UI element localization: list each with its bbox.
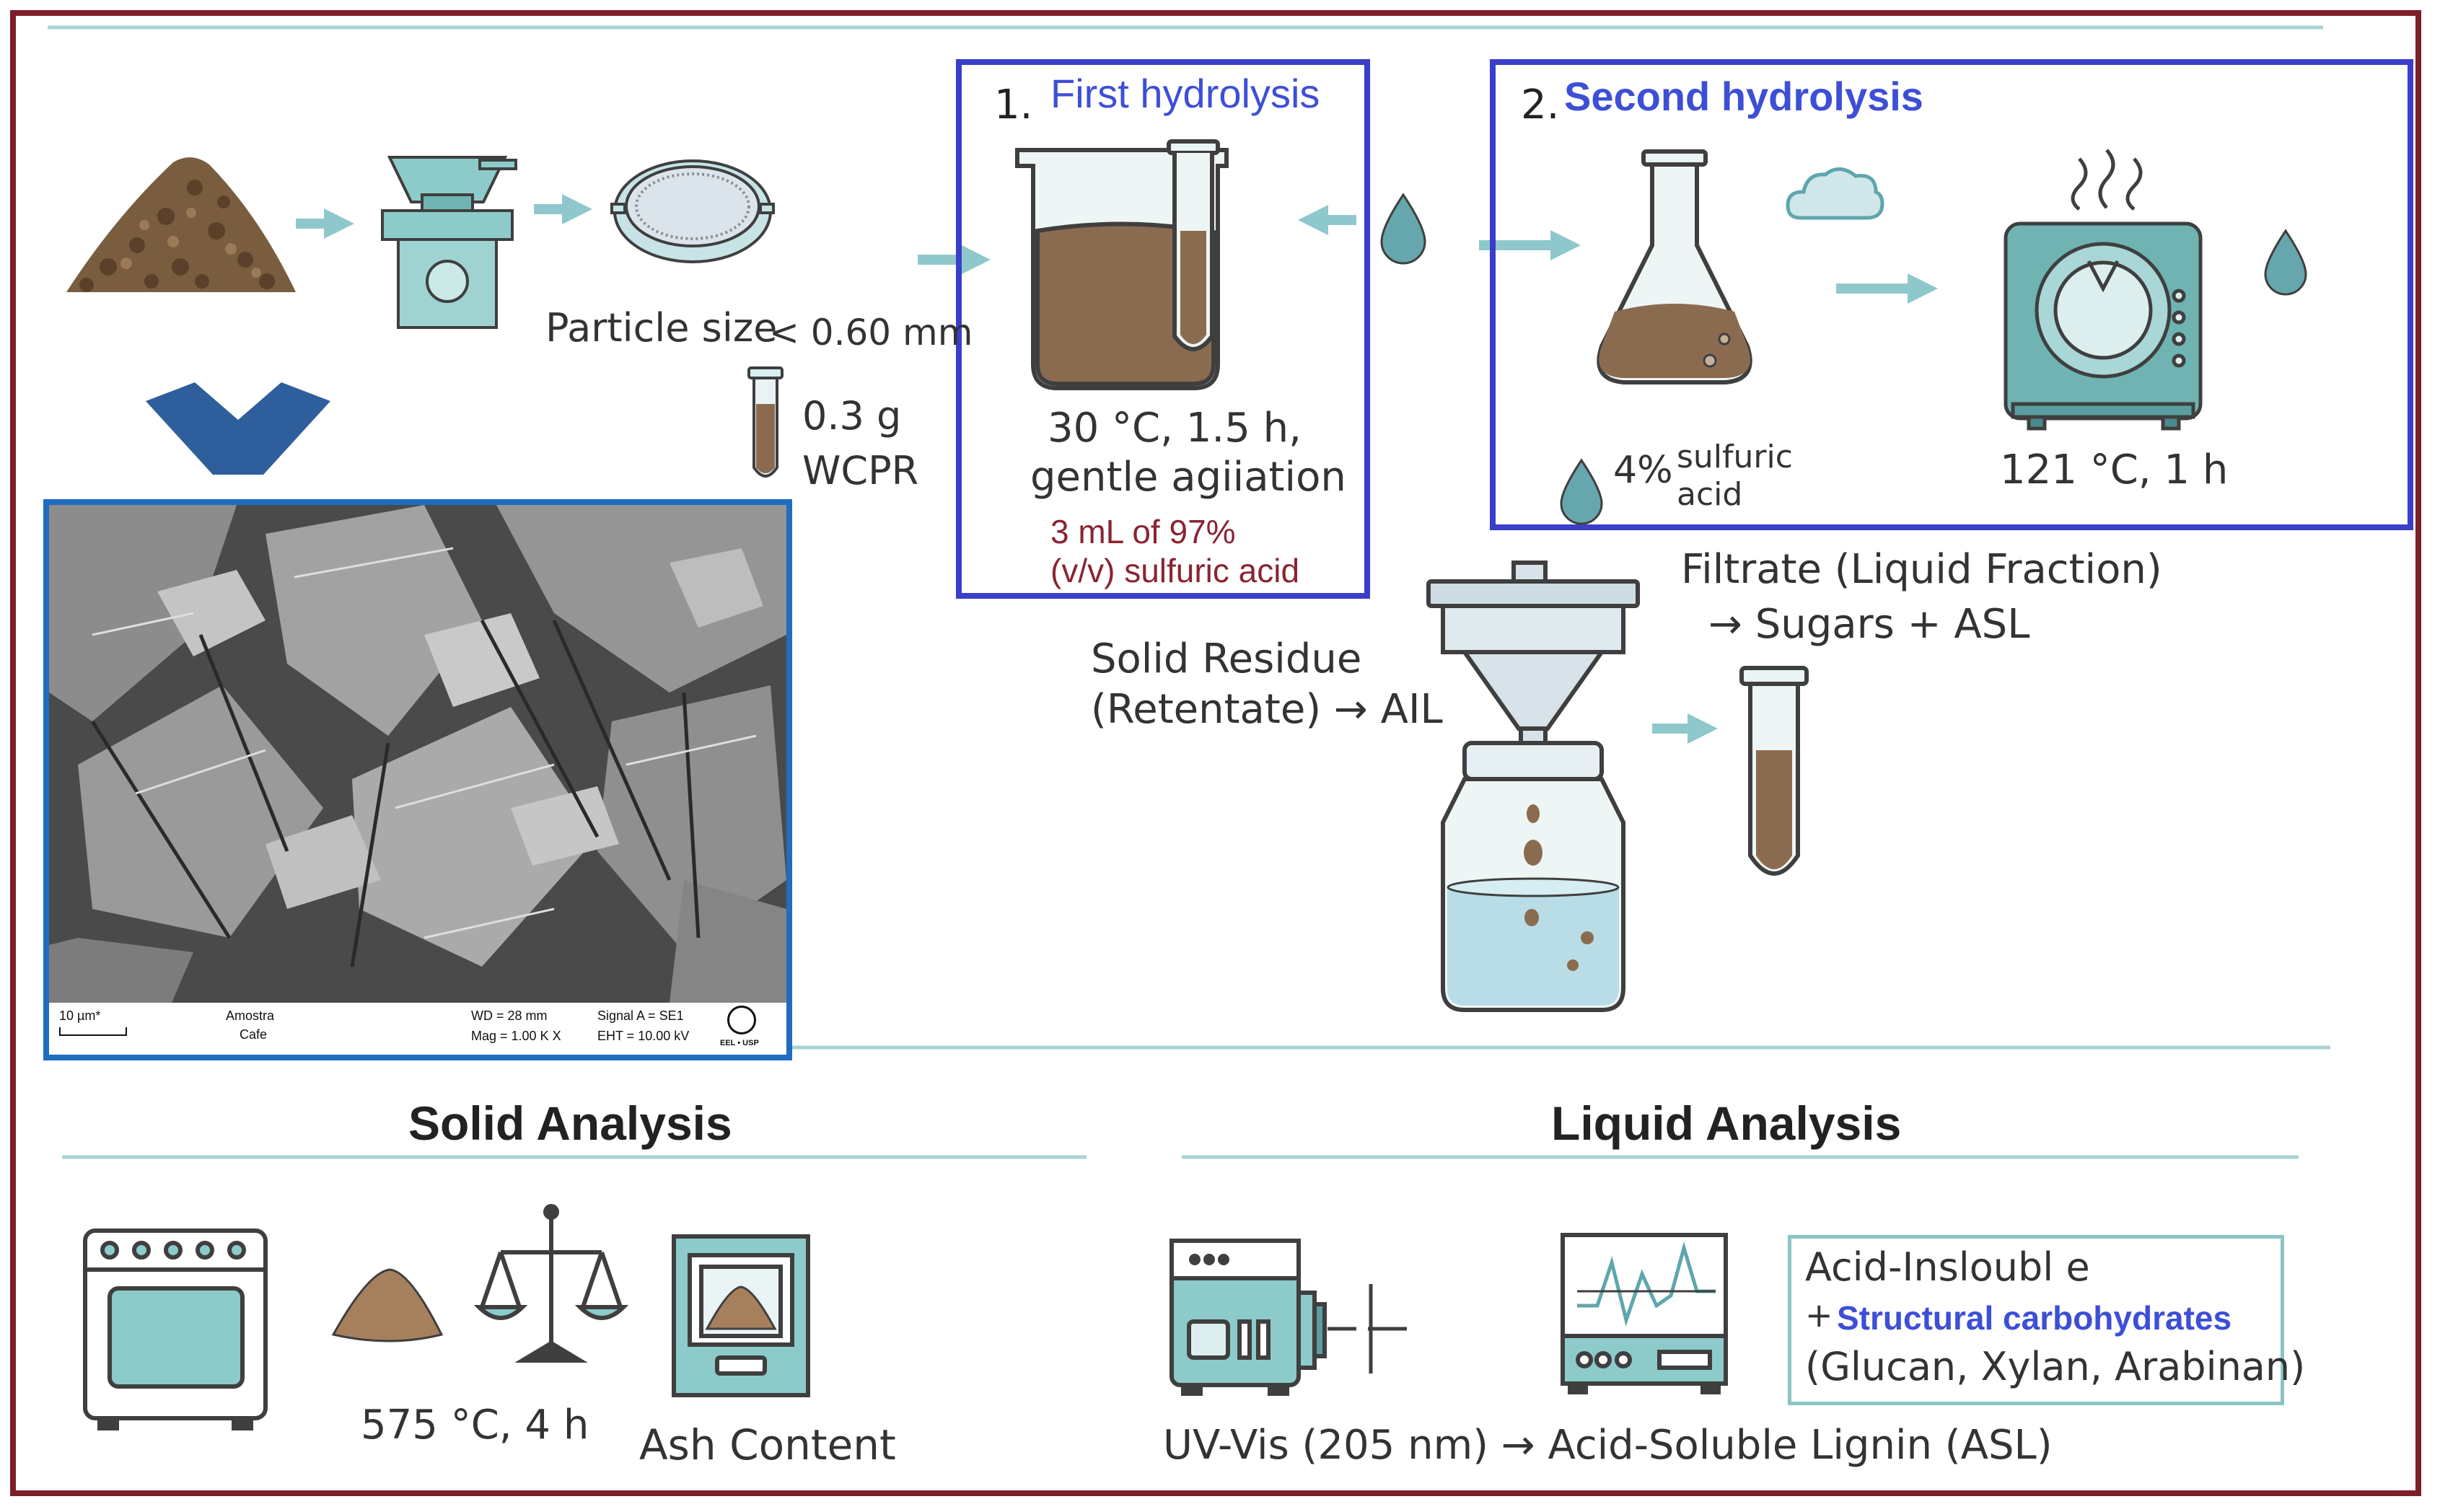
second-hydrolysis-title: Second hydrolysis (1564, 74, 1923, 119)
sem-sample-line2: Cafe (240, 1027, 268, 1042)
box-plus: + (1805, 1296, 1833, 1335)
sem-signal: Signal A = SE1 (597, 1008, 684, 1023)
down-arrow-icon (146, 382, 330, 475)
ash-pile-icon (331, 1268, 444, 1342)
filtrate-line1: Filtrate (Liquid Fraction) (1681, 546, 2162, 593)
sem-micrograph: 10 µm* Amostra Cafe WD = 28 mm Mag = 1.0… (43, 499, 792, 1060)
box-line1: Acid-Insloubl e (1805, 1244, 2090, 1290)
cloud-icon (1786, 167, 1884, 220)
first-hydrolysis-title: First hydrolysis (1050, 71, 1320, 116)
second-hydrolysis-box (1490, 59, 2413, 530)
sem-info-bar: 10 µm* Amostra Cafe WD = 28 mm Mag = 1.0… (49, 1003, 786, 1055)
box-line2: Structural carbohydrates (1837, 1299, 2232, 1337)
particle-size-label: Particle size (545, 305, 778, 351)
first-hydrolysis-conditions-2: gentle agiiation (1030, 454, 1346, 501)
first-hydrolysis-reagent-1: 3 mL of 97% (1050, 513, 1236, 550)
beaker-icon (1015, 139, 1229, 390)
sem-logo-text: EEL • USP (720, 1039, 759, 1047)
oven-icon (83, 1228, 268, 1430)
ash-content-label: Ash Content (639, 1420, 896, 1469)
sem-scale-label: 10 µm* (59, 1008, 101, 1023)
box-line3: (Glucan, Xylan, Arabinan) (1805, 1344, 2306, 1389)
acid-percent: 4% (1613, 449, 1673, 492)
water-drop-icon (1560, 458, 1603, 525)
residue-line1: Solid Residue (1091, 636, 1362, 682)
autoclave-icon (2004, 149, 2203, 431)
sample-mass: 0.3 g (802, 393, 902, 439)
acid-name-line2: acid (1677, 476, 1743, 513)
sem-wd: WD = 28 mm (471, 1008, 548, 1023)
filtrate-line2: → Sugars + ASL (1708, 601, 2030, 648)
sem-sample-line1: Amostra (226, 1008, 275, 1023)
sem-mag: Mag = 1.00 K X (471, 1029, 561, 1043)
solid-analysis-heading: Solid Analysis (408, 1096, 732, 1150)
uv-vis-spectrophotometer-icon (1169, 1239, 1327, 1396)
first-hydrolysis-conditions-1: 30 °C, 1.5 h, (1048, 405, 1302, 452)
sem-logo-icon (727, 1006, 756, 1034)
sample-material: WCPR (802, 448, 919, 493)
filtrate-tube-icon (1739, 666, 1809, 876)
water-drop-icon (2264, 229, 2307, 296)
sem-scale-bar (59, 1027, 127, 1036)
sem-eht: EHT = 10.00 kV (597, 1029, 690, 1043)
muffle-furnace-icon (672, 1234, 810, 1397)
second-hydrolysis-number: 2. (1521, 82, 1560, 128)
first-hydrolysis-number: 1. (994, 82, 1033, 128)
acid-name-line1: sulfuric (1677, 439, 1793, 475)
fraction-info-box (1788, 1235, 2284, 1405)
uv-vis-result: UV-Vis (205 nm) → Acid-Soluble Lignin (A… (1163, 1422, 2053, 1469)
sample-tube-icon (747, 366, 784, 478)
first-hydrolysis-box (956, 59, 1370, 599)
falling-drops-icon (1524, 804, 1594, 971)
outer-frame (10, 10, 2421, 1496)
erlenmeyer-flask-icon (1597, 149, 1752, 384)
residue-line2: (Retentate) → AIL (1091, 686, 1443, 733)
sieve-icon (610, 159, 775, 263)
particle-size-value: < 0.60 mm (769, 312, 973, 353)
water-drop-icon (1380, 193, 1426, 265)
autoclave-conditions: 121 °C, 1 h (2000, 447, 2229, 493)
grinder-mill-icon (381, 156, 517, 329)
connection-line (1327, 1284, 1407, 1373)
coffee-pile-icon (66, 157, 296, 292)
balance-scale-icon (473, 1204, 629, 1363)
sem-texture (49, 505, 786, 1003)
filter-funnel-icon (1426, 561, 1640, 1012)
liquid-analysis-heading: Liquid Analysis (1551, 1096, 1902, 1150)
chromatograph-monitor-icon (1561, 1233, 1728, 1394)
furnace-conditions: 575 °C, 4 h (361, 1402, 589, 1449)
first-hydrolysis-reagent-2: (v/v) sulfuric acid (1050, 552, 1300, 589)
